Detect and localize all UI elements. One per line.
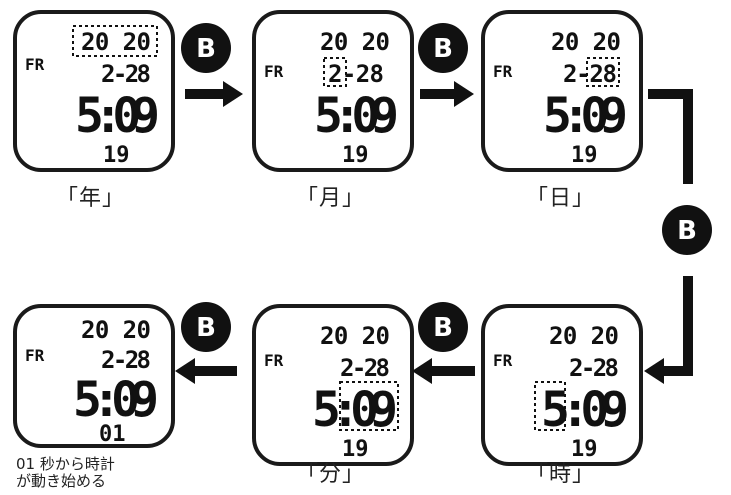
- month-day-value: 2-28: [101, 346, 151, 374]
- seconds-value: 19: [342, 143, 369, 168]
- b-button-1: B: [181, 23, 231, 73]
- b-button-label: B: [433, 313, 453, 343]
- final-note-line-1: 01 秒から時計: [16, 455, 115, 473]
- b-button-label: B: [196, 34, 216, 64]
- watch-display-day: FR 20 20 2-28 5:09 19: [481, 10, 643, 172]
- weekday-label: FR: [493, 351, 513, 370]
- year-value: 20 20: [549, 322, 619, 350]
- b-button-3: B: [662, 205, 712, 255]
- caption-day: 「日」: [526, 186, 596, 211]
- month-day-value: 2-28: [569, 354, 619, 382]
- weekday-label: FR: [264, 62, 284, 81]
- b-button-label: B: [196, 313, 216, 343]
- month-day-value: 2-28: [340, 354, 390, 382]
- watch-frame: [13, 10, 175, 172]
- weekday-label: FR: [25, 346, 45, 365]
- arrow-right-2: [420, 81, 474, 107]
- b-button-4: B: [418, 302, 468, 352]
- weekday-label: FR: [493, 62, 513, 81]
- month-day-value: 2-28: [563, 60, 617, 88]
- watch-display-month: FR 20 20 2-28 5:09 19: [252, 10, 414, 172]
- weekday-label: FR: [25, 55, 45, 74]
- time-value: 5:09: [543, 88, 628, 144]
- weekday-label: FR: [264, 351, 284, 370]
- elbow-connector-top: [648, 89, 693, 184]
- caption-year: 「年」: [56, 186, 126, 211]
- watch-frame: [481, 304, 643, 466]
- time-value: 5:09: [312, 382, 398, 438]
- arrow-left-2: [175, 358, 237, 384]
- seconds-value: 19: [103, 143, 130, 168]
- month-day-value: 2-28: [328, 60, 384, 88]
- month-blink-indicator: [323, 57, 347, 87]
- time-value: 5:09: [73, 372, 159, 428]
- time-value: 5:09: [541, 382, 629, 438]
- b-button-label: B: [677, 216, 697, 246]
- watch-display-hour: FR 20 20 2-28 5:09 19: [481, 304, 643, 466]
- watch-display-minute: FR 20 20 2-28 5:09 19: [252, 304, 414, 466]
- caption-month: 「月」: [296, 186, 366, 211]
- year-blink-indicator: [72, 25, 158, 57]
- year-value: 20 20: [81, 28, 151, 56]
- watch-display-year: FR 20 20 2-28 5:09 19: [13, 10, 175, 172]
- watch-frame: [13, 304, 175, 448]
- watch-frame: [481, 10, 643, 172]
- year-value: 20 20: [320, 28, 390, 56]
- seconds-value: 19: [342, 437, 369, 462]
- arrow-right-1: [185, 81, 243, 107]
- seconds-value: 19: [571, 437, 598, 462]
- b-button-label: B: [433, 34, 453, 64]
- month-day-value: 2-28: [101, 60, 151, 88]
- arrow-left-1: [412, 358, 475, 384]
- final-note-line-2: が動き始める: [16, 472, 107, 490]
- b-button-2: B: [418, 23, 468, 73]
- year-value: 20 20: [320, 322, 390, 350]
- time-value: 5:09: [314, 88, 399, 144]
- hour-blink-indicator: [534, 381, 566, 431]
- year-value: 20 20: [551, 28, 621, 56]
- time-value: 5:09: [75, 88, 160, 144]
- watch-frame: [252, 10, 414, 172]
- b-button-5: B: [181, 302, 231, 352]
- final-note: 01 秒から時計 が動き始める: [16, 456, 115, 490]
- seconds-value: 01: [99, 422, 126, 447]
- caption-minute: 「分」: [296, 462, 366, 487]
- year-value: 20 20: [81, 316, 151, 344]
- elbow-arrow-down-left: [644, 276, 693, 384]
- watch-frame: [252, 304, 414, 466]
- minute-blink-indicator: [339, 381, 399, 431]
- seconds-value: 19: [571, 143, 598, 168]
- watch-display-running: FR 20 20 2-28 5:09 01: [13, 304, 175, 448]
- caption-hour: 「時」: [526, 462, 596, 487]
